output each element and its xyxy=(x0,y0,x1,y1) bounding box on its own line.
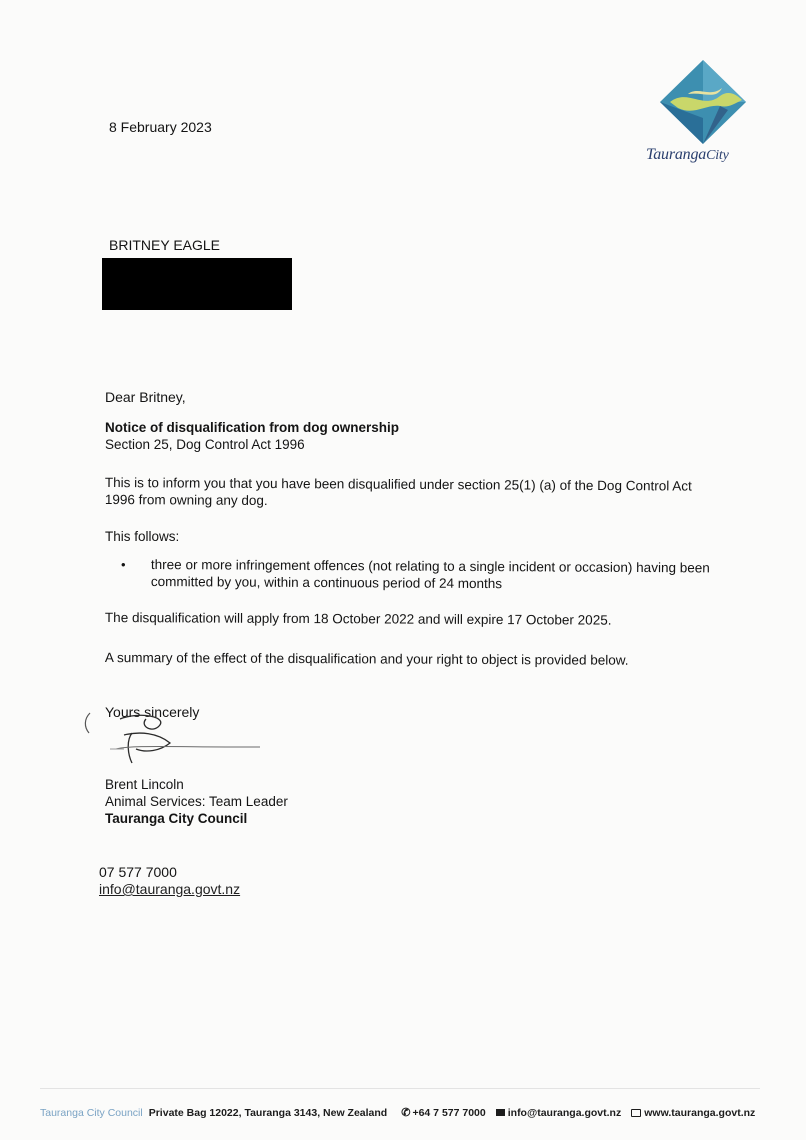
phone-icon: ✆ xyxy=(401,1107,411,1119)
follows-label: This follows: xyxy=(105,529,180,544)
logo-wordmark-main: Tauranga xyxy=(646,146,707,163)
signatory-name: Brent Lincoln xyxy=(105,777,184,792)
footer-phone: ✆ +64 7 577 7000 xyxy=(401,1106,486,1120)
contact-phone: 07 577 7000 xyxy=(99,864,177,880)
body-paragraph-dates: The disqualification will apply from 18 … xyxy=(104,610,612,628)
footer-address: Private Bag 12022, Tauranga 3143, New Ze… xyxy=(148,1106,388,1119)
contact-email-link[interactable]: info@tauranga.govt.nz xyxy=(99,881,241,897)
redacted-address-block xyxy=(102,258,292,310)
tauranga-city-logo: TaurangaCity xyxy=(640,58,765,170)
footer-website-text: www.tauranga.govt.nz xyxy=(644,1106,756,1119)
envelope-icon xyxy=(495,1109,505,1116)
bullet-item: three or more infringement offences (not… xyxy=(150,557,710,592)
monitor-icon xyxy=(631,1108,642,1117)
signatory-role: Animal Services: Team Leader xyxy=(105,794,288,809)
handwritten-signature xyxy=(84,712,261,764)
letter-subject-reference: Section 25, Dog Control Act 1996 xyxy=(105,437,305,452)
body-paragraph-disqualification: This is to inform you that you have been… xyxy=(104,474,692,508)
salutation: Dear Britney, xyxy=(105,389,186,405)
footer-bar: Tauranga City Council Private Bag 12022,… xyxy=(40,1106,765,1120)
logo-wordmark-city: City xyxy=(706,148,729,163)
letter-date: 8 February 2023 xyxy=(109,119,212,135)
footer-org: Tauranga City Council xyxy=(40,1106,143,1119)
recipient-name: BRITNEY EAGLE xyxy=(109,237,221,253)
footer-phone-text: +64 7 577 7000 xyxy=(412,1106,486,1119)
logo-wordmark: TaurangaCity xyxy=(646,146,729,164)
footer-email[interactable]: info@tauranga.govt.nz xyxy=(495,1106,622,1119)
signatory-organisation: Tauranga City Council xyxy=(105,811,248,826)
bullet-dot-icon: • xyxy=(121,557,126,572)
letter-subject: Notice of disqualification from dog owne… xyxy=(105,420,400,435)
logo-diamond-icon xyxy=(660,60,746,144)
footer-email-text: info@tauranga.govt.nz xyxy=(507,1106,622,1119)
footer-website[interactable]: www.tauranga.govt.nz xyxy=(631,1107,755,1119)
body-paragraph-summary: A summary of the effect of the disqualif… xyxy=(104,650,629,668)
footer-divider xyxy=(40,1088,760,1089)
